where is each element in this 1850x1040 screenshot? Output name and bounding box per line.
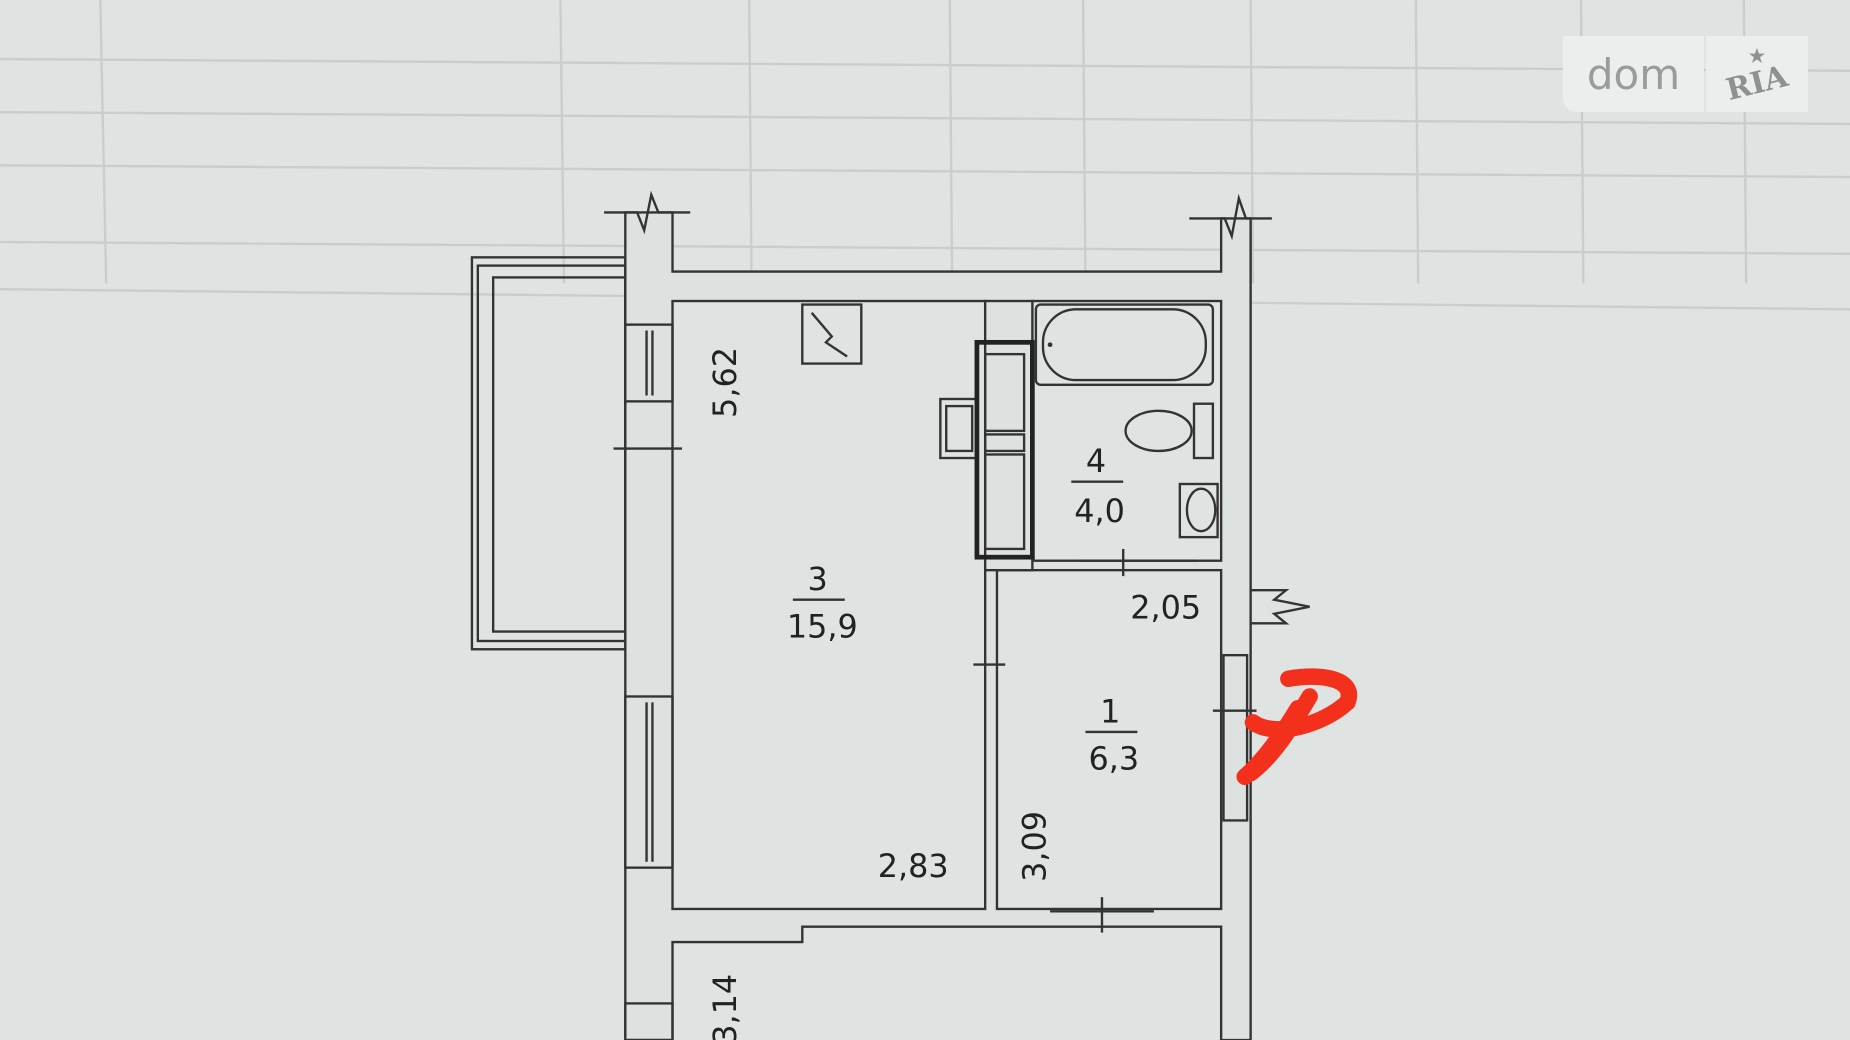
logo-dom: dom xyxy=(1563,36,1704,112)
logo-ria: ★ RIA xyxy=(1706,36,1808,112)
red-scribble-annotation xyxy=(1236,668,1358,786)
room-3-area: 15,9 xyxy=(787,607,858,645)
balcony xyxy=(470,256,627,651)
wall-break-symbols xyxy=(604,190,1310,625)
room-3-number: 3 xyxy=(807,560,827,598)
bathtub-icon xyxy=(1034,303,1215,387)
room-4-area: 4,0 xyxy=(1074,492,1125,530)
walls xyxy=(624,211,1252,1040)
dimension-bottom-room-length: 3,14 xyxy=(706,974,744,1040)
door-marks xyxy=(613,447,1257,933)
dimension-room1-length: 3,09 xyxy=(1015,811,1053,882)
windows xyxy=(624,323,1249,1040)
dimension-room3-length: 5,62 xyxy=(706,347,744,418)
room-1-area: 6,3 xyxy=(1088,740,1139,778)
ventilation-shaft xyxy=(974,339,1035,560)
dimension-room1-width: 2,05 xyxy=(1130,589,1201,627)
electrical-panel-icon xyxy=(801,303,863,365)
domria-logo: dom ★ RIA xyxy=(1563,36,1808,112)
logo-ria-text: RIA xyxy=(1722,59,1792,109)
room-4-number: 4 xyxy=(1086,442,1106,480)
dimension-room3-width: 2,83 xyxy=(878,847,949,885)
room-1-number: 1 xyxy=(1100,692,1120,730)
toilet-icon xyxy=(1124,402,1215,460)
bathroom-sink-icon xyxy=(1178,482,1219,539)
star-icon: ★ xyxy=(1748,46,1766,67)
